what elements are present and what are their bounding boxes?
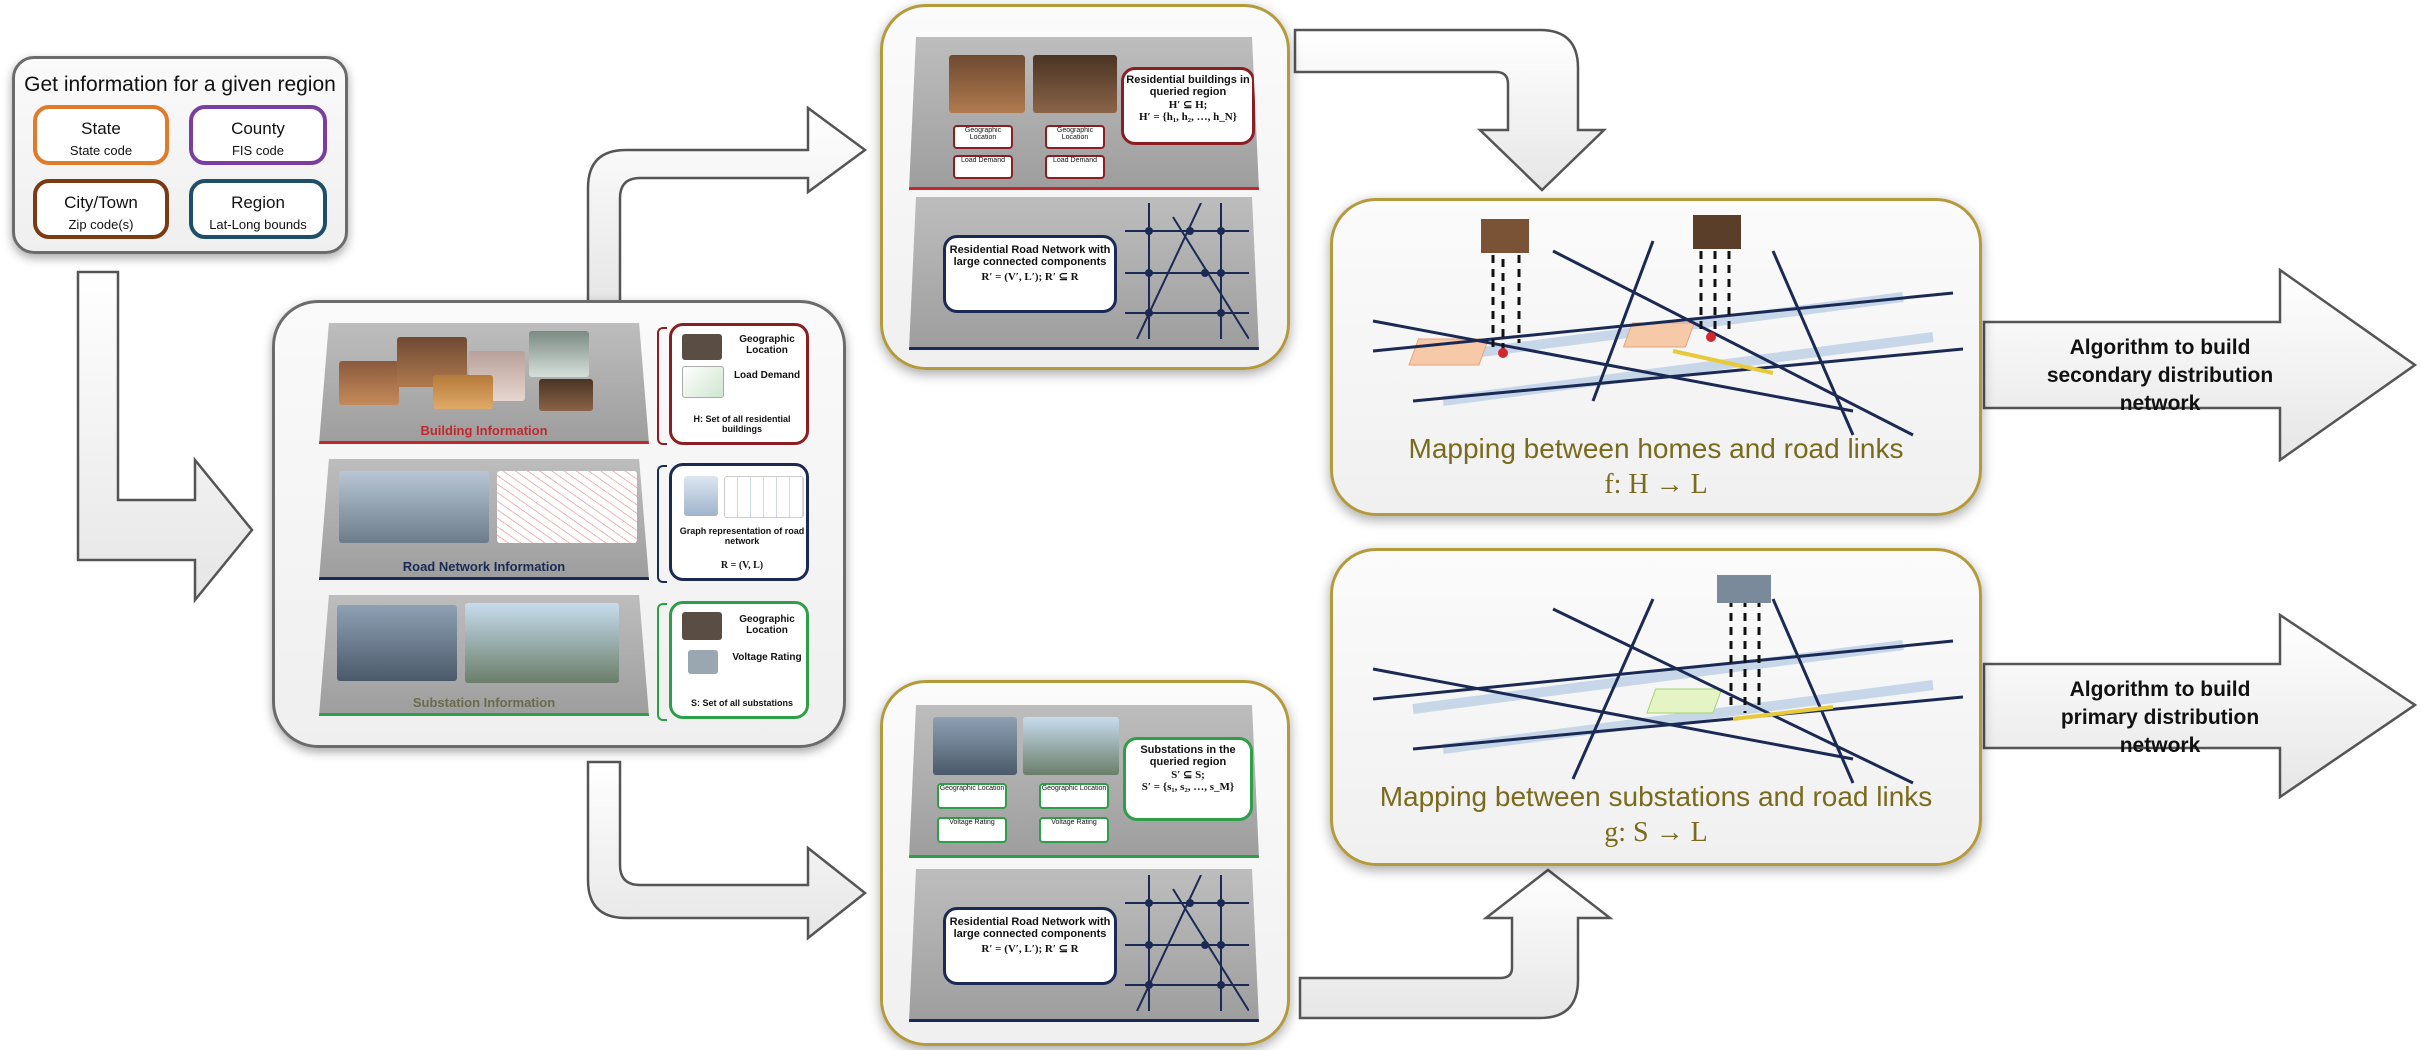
top-road-title: Residential Road Network with large conn… (949, 244, 1111, 268)
arrow-info-to-bottom (586, 760, 868, 941)
mini-volt-1: Voltage Rating (937, 817, 1007, 843)
city-option[interactable]: City/Town Zip code(s) (33, 179, 169, 239)
substation-mapping-formula: g: S → L (1604, 817, 1708, 848)
queried-substations-layer: Geographic Location Geographic Location … (909, 705, 1259, 858)
mini-geo-1: Geographic Location (953, 125, 1013, 149)
road-layer-title: Road Network Information (402, 559, 566, 574)
res-title: Residential buildings in queried region (1126, 74, 1250, 98)
algo-primary-label: Algorithm to build primary distribution … (2060, 678, 2260, 757)
county-option[interactable]: County FIS code (189, 105, 327, 165)
building-load-label: Load Demand (733, 370, 801, 381)
top-query-panel: Geographic Location Geographic Location … (880, 4, 1290, 370)
res-set: H′ = {h₁, h₂, …, h_N} (1139, 111, 1237, 123)
building-layer: Building Information (319, 323, 649, 444)
queried-buildings-layer: Geographic Location Geographic Location … (909, 37, 1259, 190)
state-option[interactable]: State State code (33, 105, 169, 165)
road-map-image (497, 471, 637, 543)
queried-road-layer: Residential Road Network with large conn… (909, 197, 1259, 350)
sub-voltage-label: Voltage Rating (732, 652, 802, 663)
sub-set: S′ = {s₁, s₂, …, s_M} (1141, 781, 1235, 793)
substation-render (337, 605, 457, 681)
building-geo-label: Geographic Location (739, 334, 795, 356)
region-option[interactable]: Region Lat-Long bounds (189, 179, 327, 239)
res-sub: H′ ⊆ H; (1168, 99, 1208, 111)
queried-substations-box: Substations in the queried region S′ ⊆ S… (1123, 737, 1253, 821)
mini-volt-2-text: Voltage Rating (1051, 819, 1097, 826)
arrow-info-to-top (586, 105, 868, 304)
home-mapping-network (1372, 215, 1963, 437)
arrow-algo-secondary (1982, 267, 2418, 463)
house-images (339, 331, 629, 411)
queried-road-box: Residential Road Network with large conn… (943, 235, 1117, 313)
mini-geo-2: Geographic Location (1045, 125, 1105, 149)
state-sub: State code (69, 143, 133, 158)
highway-photo (339, 471, 489, 543)
arrow-algo-primary (1982, 612, 2418, 800)
queried-road-graph (1125, 203, 1249, 339)
home-mapping-caption: Mapping between homes and road links (1408, 433, 1904, 464)
bottom-query-panel: Geographic Location Geographic Location … (880, 680, 1290, 1046)
home-mapping-panel: Mapping between homes and road links f: … (1330, 198, 1982, 516)
state-label: State (81, 119, 121, 138)
data-sources-panel: Building Information Geographic Location… (272, 300, 846, 748)
region-label: Region (231, 193, 285, 212)
substation-layer: Substation Information (319, 595, 649, 716)
building-set-label: H: Set of all residential buildings (693, 414, 791, 434)
arrow-top-to-mapping (1293, 28, 1608, 192)
mini-sub-geo-1-text: Geographic Location (939, 785, 1005, 792)
queried-house-1 (949, 55, 1025, 113)
bottom-road-title: Residential Road Network with large conn… (949, 916, 1111, 940)
city-label: City/Town (64, 193, 138, 212)
top-road-formula: R′ = (V′, L′); R′ ⊆ R (981, 271, 1079, 283)
road-formula: R = (V, L) (720, 560, 764, 571)
queried-substation-1 (933, 717, 1017, 775)
queried-road-box-2: Residential Road Network with large conn… (943, 907, 1117, 985)
substation-mapping-panel: Mapping between substations and road lin… (1330, 548, 1982, 866)
mini-sub-geo-2: Geographic Location (1039, 783, 1109, 809)
sub-sub: S′ ⊆ S; (1171, 769, 1205, 781)
building-info-box: Geographic Location Load Demand H: Set o… (669, 323, 809, 445)
road-info-box: Graph representation of road network R =… (669, 463, 809, 581)
sub-set-label: S: Set of all substations (690, 698, 793, 708)
mini-load-1: Load Demand (953, 155, 1013, 179)
queried-road-graph-2 (1125, 875, 1249, 1011)
region-box-title: Get information for a given region (24, 73, 336, 96)
home-mapping-formula: f: H → L (1604, 469, 1708, 500)
mini-load-1-text: Load Demand (961, 157, 1005, 164)
queried-road-layer-2: Residential Road Network with large conn… (909, 869, 1259, 1022)
substation-info-box: Geographic Location Voltage Rating S: Se… (669, 601, 809, 719)
mini-sub-geo-2-text: Geographic Location (1041, 785, 1107, 792)
substation-layer-title: Substation Information (412, 695, 556, 710)
substation-photo (465, 603, 619, 683)
road-layer: Road Network Information (319, 459, 649, 580)
arrow-bottom-to-mapping (1298, 868, 1614, 1020)
queried-house-2 (1033, 55, 1117, 113)
county-label: County (231, 119, 285, 138)
substation-mapping-caption: Mapping between substations and road lin… (1379, 781, 1933, 812)
region-sub: Lat-Long bounds (209, 217, 307, 232)
region-query-box: Get information for a given region State… (12, 56, 348, 254)
mini-sub-geo-1: Geographic Location (937, 783, 1007, 809)
road-graph-label: Graph representation of road network (679, 526, 805, 546)
building-layer-title: Building Information (420, 423, 548, 438)
mini-load-2-text: Load Demand (1053, 157, 1097, 164)
mini-geo-1-text: Geographic Location (964, 127, 1002, 141)
mini-volt-1-text: Voltage Rating (949, 819, 995, 826)
city-sub: Zip code(s) (68, 217, 134, 232)
mini-load-2: Load Demand (1045, 155, 1105, 179)
county-sub: FIS code (231, 143, 285, 158)
algo-secondary-label: Algorithm to build secondary distributio… (2046, 336, 2274, 415)
queried-substation-2 (1023, 717, 1119, 775)
arrow-region-to-info (76, 270, 254, 604)
bottom-road-formula: R′ = (V′, L′); R′ ⊆ R (981, 943, 1079, 955)
sub-title: Substations in the queried region (1140, 744, 1236, 768)
substation-mapping-network (1372, 575, 1963, 785)
mini-geo-2-text: Geographic Location (1056, 127, 1094, 141)
mini-volt-2: Voltage Rating (1039, 817, 1109, 843)
sub-geo-label: Geographic Location (739, 614, 795, 636)
queried-buildings-box: Residential buildings in queried region … (1121, 67, 1255, 145)
